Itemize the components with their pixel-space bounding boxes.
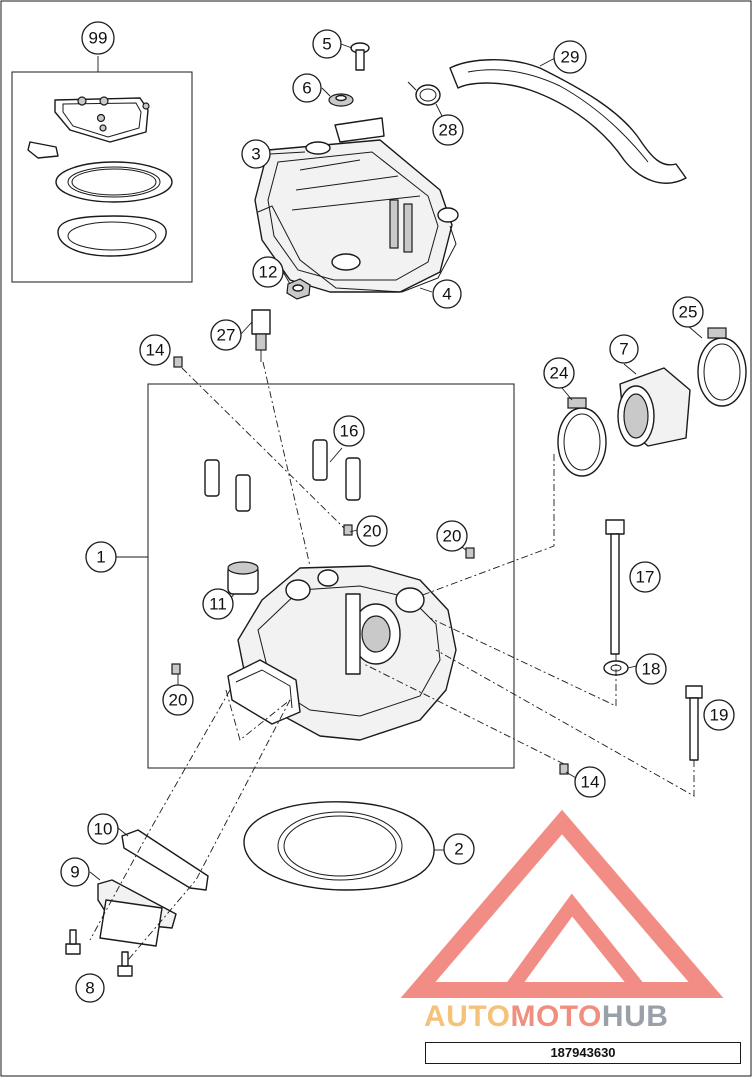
callout-18: 18 bbox=[635, 653, 667, 685]
watermark-hub: HUB bbox=[602, 1000, 669, 1033]
watermark-auto: AUTO bbox=[424, 1000, 510, 1033]
callout-19: 19 bbox=[703, 699, 735, 731]
valve-cover bbox=[254, 117, 459, 293]
svg-text:20: 20 bbox=[363, 522, 382, 541]
cylinder-head bbox=[227, 565, 457, 741]
callout-20-left: 20 bbox=[162, 684, 194, 716]
assembly-centre-lines bbox=[89, 361, 695, 961]
svg-text:16: 16 bbox=[340, 422, 359, 441]
nut-12 bbox=[286, 278, 311, 300]
callout-29: 29 bbox=[553, 40, 587, 74]
svg-text:27: 27 bbox=[217, 326, 236, 345]
svg-text:14: 14 bbox=[146, 341, 165, 360]
svg-text:8: 8 bbox=[85, 979, 94, 998]
svg-text:9: 9 bbox=[70, 863, 79, 882]
callout-28: 28 bbox=[432, 114, 464, 146]
gasket-kit-frame bbox=[11, 71, 193, 283]
svg-text:20: 20 bbox=[443, 527, 462, 546]
callout-2: 2 bbox=[443, 833, 475, 865]
intake-flange-7 bbox=[617, 367, 691, 447]
watermark-moto: MOTO bbox=[510, 1000, 601, 1033]
watermark-logo bbox=[400, 809, 724, 998]
document-number-box: 187943630 bbox=[425, 1042, 741, 1064]
callout-14-bottom: 14 bbox=[574, 766, 606, 798]
svg-text:2: 2 bbox=[454, 840, 463, 859]
callout-3: 3 bbox=[241, 139, 271, 169]
svg-text:25: 25 bbox=[679, 303, 698, 322]
svg-text:6: 6 bbox=[302, 79, 311, 98]
svg-text:3: 3 bbox=[251, 145, 260, 164]
flange-9 bbox=[97, 879, 177, 947]
watermark-inner-shape bbox=[496, 893, 655, 997]
svg-text:29: 29 bbox=[561, 48, 580, 67]
seal-11 bbox=[227, 561, 259, 595]
svg-text:5: 5 bbox=[322, 35, 331, 54]
valve-cover-gasket-4 bbox=[257, 205, 457, 293]
intake-clamp-25 bbox=[697, 327, 747, 407]
callout-1: 1 bbox=[85, 541, 117, 573]
svg-text:12: 12 bbox=[259, 263, 278, 282]
callout-17: 17 bbox=[629, 561, 661, 593]
hose-clamp-28 bbox=[407, 81, 441, 106]
valve-guides-16 bbox=[204, 439, 361, 512]
document-number: 187943630 bbox=[550, 1045, 616, 1060]
callout-7: 7 bbox=[609, 334, 639, 364]
svg-text:20: 20 bbox=[169, 691, 188, 710]
washer-6 bbox=[328, 93, 354, 107]
callout-12: 12 bbox=[252, 256, 284, 288]
callout-20-top: 20 bbox=[356, 515, 388, 547]
callout-10: 10 bbox=[87, 813, 119, 845]
svg-text:24: 24 bbox=[550, 364, 569, 383]
callout-6: 6 bbox=[292, 73, 322, 103]
callout-11: 11 bbox=[202, 588, 234, 620]
svg-text:7: 7 bbox=[619, 340, 628, 359]
callout-20-right: 20 bbox=[436, 520, 468, 552]
callout-99: 99 bbox=[81, 21, 115, 55]
gasket-kit-parts bbox=[27, 96, 173, 257]
callout-9: 9 bbox=[60, 857, 90, 887]
callout-24: 24 bbox=[543, 357, 575, 389]
callout-14-top: 14 bbox=[139, 334, 171, 366]
svg-text:14: 14 bbox=[581, 773, 600, 792]
svg-text:17: 17 bbox=[636, 568, 655, 587]
temperature-sensor-27 bbox=[251, 309, 271, 362]
svg-text:1: 1 bbox=[96, 548, 105, 567]
screw-5 bbox=[350, 42, 370, 71]
svg-text:18: 18 bbox=[642, 660, 661, 679]
bolt-19 bbox=[685, 685, 703, 761]
gasket-10 bbox=[121, 829, 209, 891]
cylinder-head-frame bbox=[147, 383, 515, 769]
bolt-17 bbox=[605, 519, 625, 655]
callout-27: 27 bbox=[210, 319, 242, 351]
callout-25: 25 bbox=[672, 296, 704, 328]
callout-5: 5 bbox=[312, 29, 342, 59]
svg-text:11: 11 bbox=[209, 595, 227, 614]
watermark-wordmark: AUTOMOTOHUB bbox=[424, 1000, 668, 1033]
svg-text:99: 99 bbox=[89, 29, 108, 48]
svg-text:10: 10 bbox=[94, 820, 113, 839]
callout-8: 8 bbox=[75, 973, 105, 1003]
screws-8 bbox=[65, 929, 133, 977]
svg-text:28: 28 bbox=[439, 121, 458, 140]
breather-hose-29 bbox=[449, 59, 687, 184]
intake-clamp-24 bbox=[557, 397, 607, 477]
callout-16: 16 bbox=[333, 415, 365, 447]
svg-text:4: 4 bbox=[442, 285, 451, 304]
head-gasket-2 bbox=[243, 801, 435, 891]
callout-4: 4 bbox=[432, 279, 462, 309]
svg-text:19: 19 bbox=[710, 706, 729, 725]
